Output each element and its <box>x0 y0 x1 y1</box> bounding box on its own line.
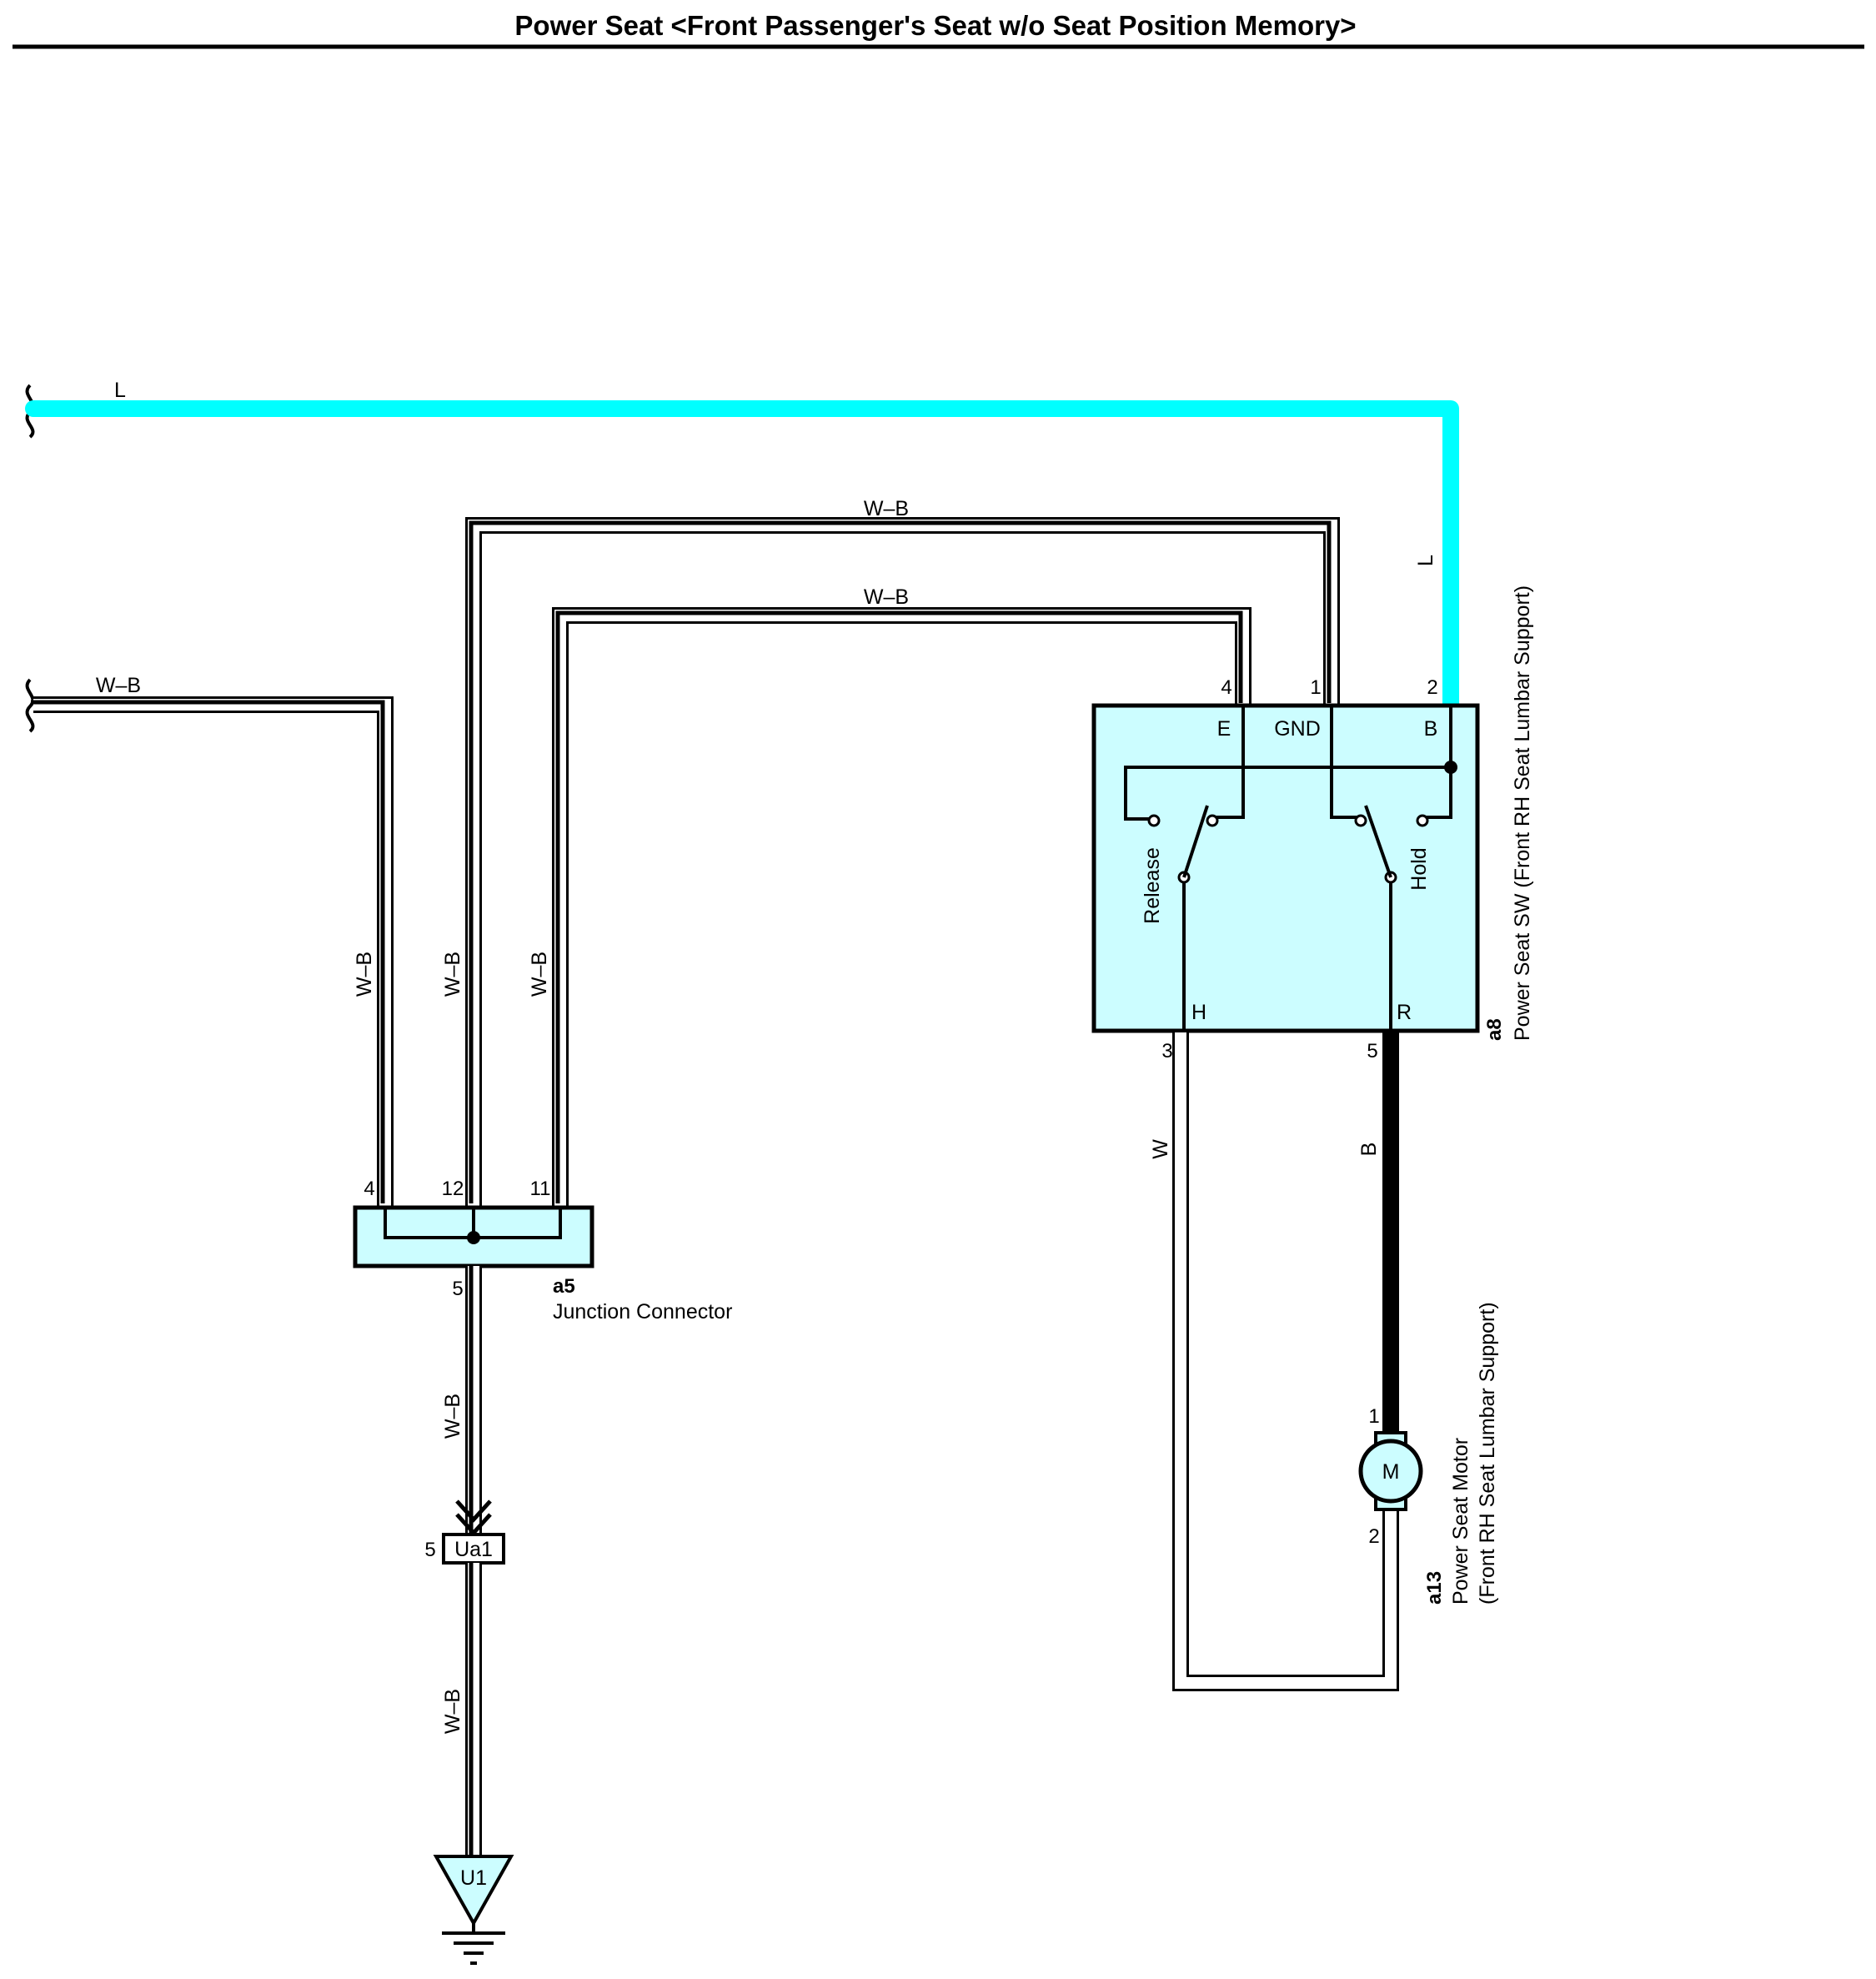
wire-wb-vertical-label-1: W–B <box>353 952 376 997</box>
wire-wb-upper-core <box>469 520 1332 1203</box>
wire-wb-left-label: W–B <box>96 674 141 697</box>
wire-b-label: B <box>1357 1143 1381 1157</box>
junction-name: Junction Connector <box>553 1300 732 1324</box>
wire-break-mark-middle <box>25 678 35 733</box>
switch-terminal-r: R <box>1397 1001 1412 1024</box>
wire-wb-to-ground-label: W–B <box>441 1689 464 1734</box>
page-title: Power Seat <Front Passenger's Seat w/o S… <box>514 10 1356 41</box>
motor-pin-top: 1 <box>1368 1405 1379 1428</box>
wire-w <box>1172 1032 1399 1691</box>
release-switch-icon <box>1147 805 1219 884</box>
switch-release-label: Release <box>1141 847 1164 924</box>
wire-wb-lower-label: W–B <box>864 585 909 609</box>
switch-pin-r: 5 <box>1367 1040 1377 1062</box>
switch-code: a8 <box>1483 1018 1506 1041</box>
motor-symbol: M <box>1382 1460 1400 1484</box>
wire-w-label: W <box>1149 1139 1172 1159</box>
junction-code: a5 <box>553 1275 575 1298</box>
motor-pin-bottom: 2 <box>1368 1525 1379 1548</box>
wire-wb-upper-inner <box>468 520 1337 1206</box>
ground-point-label: U1 <box>460 1866 487 1890</box>
hold-switch-icon <box>1354 805 1429 884</box>
junction-pin-left: 4 <box>364 1178 374 1200</box>
junction-pin-right: 11 <box>530 1178 551 1200</box>
motor-icon <box>1358 1439 1423 1504</box>
motor-name-line1: Power Seat Motor <box>1449 1438 1472 1605</box>
wire-wb-upper-label: W–B <box>864 497 909 520</box>
switch-terminal-h: H <box>1191 1001 1206 1024</box>
wire-wb-below-junction-label: W–B <box>441 1394 464 1439</box>
wire-wb-lower-inner <box>554 610 1249 1206</box>
wire-wb-left-core <box>31 700 385 1203</box>
switch-internal-wiring <box>1124 706 1452 821</box>
motor-code: a13 <box>1423 1571 1446 1605</box>
switch-pin-h: 3 <box>1161 1040 1172 1062</box>
junction-pin-bottom: 5 <box>452 1278 463 1300</box>
wire-wb-left <box>33 696 394 1206</box>
switch-hold-label: Hold <box>1407 847 1431 890</box>
wire-w-inner <box>1175 1032 1397 1689</box>
connector-ua1-label: Ua1 <box>454 1538 493 1561</box>
motor-name-line2: (Front RH Seat Lumbar Support) <box>1476 1302 1499 1605</box>
junction-pin-middle: 12 <box>442 1178 464 1200</box>
wire-wb-left-inner <box>33 699 391 1206</box>
switch-pin-e: 4 <box>1221 676 1231 699</box>
wire-l <box>25 400 1459 714</box>
switch-name: Power Seat SW (Front RH Seat Lumbar Supp… <box>1511 585 1534 1041</box>
wire-wb-vertical-label-2: W–B <box>441 952 464 997</box>
switch-terminal-gnd: GND <box>1274 717 1321 741</box>
wire-wb-lower-core <box>555 610 1243 1203</box>
wire-wb-vertical-label-3: W–B <box>528 952 551 997</box>
power-seat-switch-box <box>1091 703 1480 1033</box>
junction-node <box>467 1231 480 1244</box>
switch-pin-gnd: 1 <box>1310 676 1321 699</box>
wire-l-label-vertical: L <box>1414 555 1437 566</box>
switch-junction-node <box>1444 761 1457 774</box>
wire-l-label-top: L <box>114 379 126 402</box>
ground-point-triangle <box>433 1855 514 1927</box>
switch-terminal-b: B <box>1424 717 1438 741</box>
ground-icon <box>442 1931 505 1965</box>
switch-terminal-e: E <box>1217 717 1231 741</box>
connector-ua1-pin: 5 <box>424 1539 435 1561</box>
switch-output-lines <box>1182 882 1392 1031</box>
switch-pin-b: 2 <box>1427 676 1437 699</box>
